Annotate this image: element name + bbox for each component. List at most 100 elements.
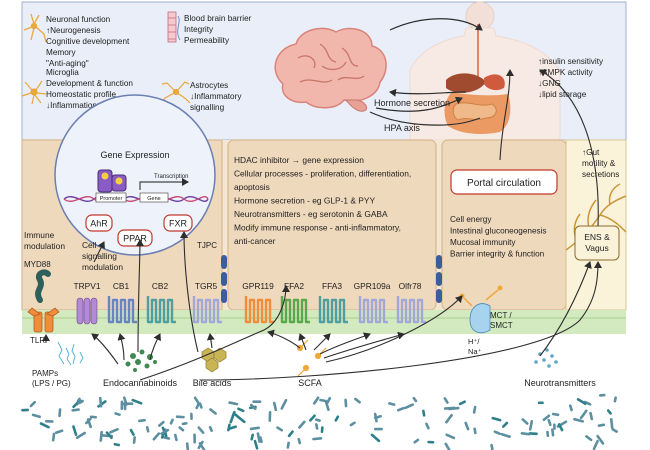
ens-vagus-box (574, 225, 620, 261)
bacterium (98, 396, 103, 408)
bacterium (592, 439, 599, 450)
tight-junction-right (436, 255, 442, 303)
bacterium (190, 412, 193, 420)
ion-label: H⁺/ (468, 337, 480, 346)
membrane-receptor (192, 296, 222, 324)
ens-effect-line: secretions (582, 170, 619, 179)
transcription-label: Transcription (154, 174, 188, 180)
bacterium (122, 402, 134, 406)
metabolite-label: Endocannabinoids (103, 378, 178, 388)
brain-effect-line: Memory (46, 48, 76, 57)
bacterium (178, 426, 185, 432)
receptor-label: CB2 (152, 281, 169, 291)
brain-effect-line: signalling (190, 103, 225, 112)
immune-modulation-label: Immune (24, 230, 55, 240)
tlr-label: TLR (30, 336, 45, 345)
bacterium (473, 427, 477, 435)
bacterium (227, 425, 237, 431)
bacterium (77, 400, 84, 405)
membrane-receptor (280, 296, 310, 324)
bacterium (259, 436, 263, 444)
bacterium (354, 397, 361, 404)
bacterium (195, 402, 200, 410)
receptor-label: CB1 (113, 281, 130, 291)
nuclear-receptor-label: FXR (169, 219, 188, 229)
bacterium (198, 442, 206, 450)
gene-label: Gene (147, 196, 160, 202)
bacterium (403, 403, 414, 410)
pamps-icon (57, 341, 84, 366)
metabolic-effect-line: ↑AMPK activity (538, 68, 594, 77)
bacterium (256, 432, 261, 443)
bacterium (129, 428, 135, 436)
bacterium (349, 421, 356, 427)
tight-junction-left (221, 255, 227, 303)
bacterium (425, 422, 430, 430)
bacterium (208, 425, 213, 433)
bacterium (75, 431, 86, 440)
receptor-label: Olfr78 (399, 281, 422, 291)
brain-effect-line: Integrity (184, 25, 214, 34)
myd88-label: MYD88 (24, 260, 51, 269)
membrane-receptor (244, 296, 274, 324)
bacterium (31, 413, 41, 419)
bacterium (250, 433, 254, 441)
bacterium (228, 401, 239, 406)
brain-effect-line: Permeability (184, 36, 230, 45)
mct-label: SMCT (490, 321, 513, 330)
nuclear-receptor-label: AhR (90, 219, 108, 229)
ens-vagus-label: ENS & (584, 232, 610, 242)
brain-effect-line: Neuronal function (46, 15, 111, 24)
bacterium (396, 406, 405, 412)
bacterium (464, 421, 470, 431)
cell-effect-line: Neurotransmitters - eg serotonin & GABA (234, 209, 388, 219)
bacterium (169, 418, 174, 425)
mct-transporter (459, 285, 503, 334)
bacterium (71, 408, 80, 412)
bacterium (237, 415, 246, 424)
bacterium (320, 426, 324, 434)
metabolic-effect-line: ↑insulin sensitivity (538, 57, 604, 66)
bacterium (319, 398, 327, 403)
cell-effect-line: HDAC inhibitor → gene expression (234, 155, 364, 165)
bacterium (181, 422, 188, 426)
bacterium (185, 442, 190, 450)
bacterium (585, 435, 593, 442)
mct-label: MCT / (490, 311, 512, 320)
bacterium (537, 401, 544, 405)
astrocyte-icon (161, 81, 191, 104)
portal-circulation-label: Portal circulation (467, 178, 541, 189)
bacterium (193, 396, 200, 405)
microglia-icon (21, 80, 47, 105)
bacterium (388, 402, 396, 406)
bacterium (54, 429, 64, 434)
bacterium (528, 432, 538, 436)
cell-effect-line: Cellular processes - proliferation, diff… (234, 169, 411, 179)
bacterium (21, 408, 30, 412)
promoter-label: Promoter (100, 196, 123, 202)
bacterium (145, 426, 150, 433)
bacterium (114, 412, 121, 416)
gene-expression-title: Gene Expression (100, 150, 169, 160)
bacterium (500, 432, 511, 438)
neuron-icon (23, 13, 47, 43)
bile-acids-molecule (201, 347, 227, 373)
bacterium (158, 420, 165, 427)
bacterium (583, 400, 592, 406)
bacterium (249, 426, 261, 431)
nuclear-receptor-label: PPAR (123, 234, 147, 244)
bacterium (86, 418, 92, 429)
bbb-icon (167, 11, 181, 43)
endocannabinoid-molecules (125, 349, 157, 372)
ion-label: Na⁺ (468, 347, 482, 356)
portal-circulation-box (450, 169, 558, 195)
receptor-label: FFA3 (322, 281, 342, 291)
bacterium (287, 430, 294, 438)
bacterium (579, 409, 588, 420)
metabolite-label: Bile acids (193, 378, 232, 388)
membrane-receptor (358, 296, 388, 324)
membrane-receptor (146, 296, 176, 324)
bacterium (553, 423, 556, 430)
bacterium (589, 411, 594, 421)
bacterium (237, 407, 245, 413)
